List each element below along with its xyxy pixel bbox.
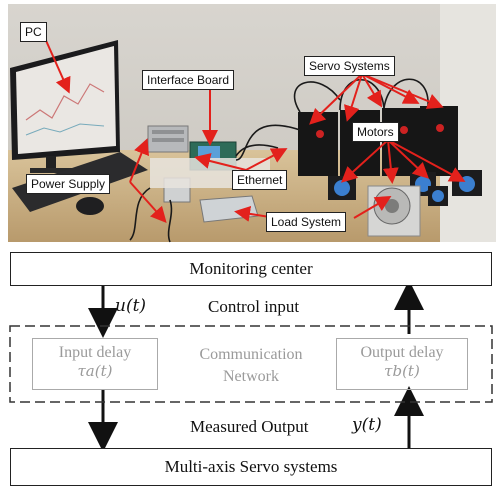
- label-servo-systems: Servo Systems: [304, 56, 395, 76]
- output-delay-symbol: τb(t): [384, 362, 420, 380]
- monitoring-center-box: Monitoring center: [10, 252, 492, 286]
- diagram-arrows: [88, 280, 424, 452]
- label-motors: Motors: [352, 122, 399, 142]
- label-power-supply: Power Supply: [26, 174, 111, 194]
- input-delay-symbol: τa(t): [77, 362, 113, 380]
- measured-output-label: Measured Output: [190, 417, 309, 436]
- red-arrows: [43, 35, 466, 223]
- label-pc: PC: [20, 22, 47, 42]
- label-ethernet: Ethernet: [232, 170, 288, 190]
- comm-line2: Network: [223, 368, 279, 385]
- comm-line1: Communication: [199, 346, 303, 363]
- mouse: [76, 197, 104, 215]
- monitoring-center-label: Monitoring center: [189, 259, 313, 278]
- label-interface-board: Interface Board: [142, 70, 235, 90]
- output-delay-title: Output delay: [360, 344, 444, 361]
- servo-systems-box: Multi-axis Servo systems: [10, 448, 492, 486]
- lab-photo: [8, 4, 496, 243]
- input-delay-title: Input delay: [58, 344, 132, 361]
- communication-network-frame: [9, 325, 493, 403]
- label-load-system: Load System: [266, 212, 347, 232]
- communication-network-label: Communication Network: [176, 344, 326, 388]
- control-input-label: Control input: [208, 297, 300, 316]
- u-signal-label: u(t): [115, 296, 147, 316]
- input-delay-box: Input delay τa(t): [32, 338, 158, 390]
- y-signal-label: y(t): [352, 415, 382, 435]
- servo-systems-label: Multi-axis Servo systems: [164, 457, 338, 476]
- pc-monitor: [10, 40, 120, 173]
- output-delay-box: Output delay τb(t): [336, 338, 468, 390]
